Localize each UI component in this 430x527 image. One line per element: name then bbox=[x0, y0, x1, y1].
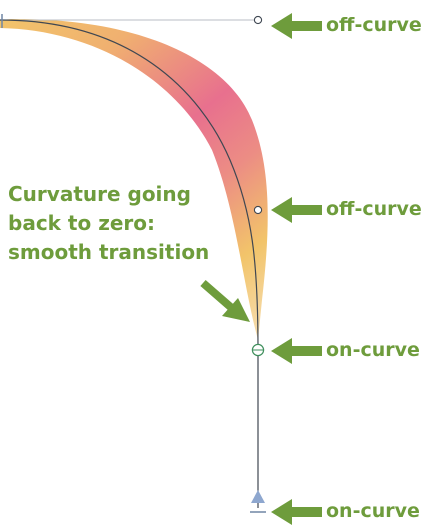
mid-off-curve-label: off-curve bbox=[326, 198, 422, 220]
top-off-curve-label: off-curve bbox=[326, 14, 422, 36]
callout-line: Curvature going bbox=[8, 182, 191, 206]
bottom-node-marker[interactable] bbox=[251, 490, 265, 503]
junction-on-curve-label: on-curve bbox=[326, 339, 420, 361]
callout-arrow-shaft bbox=[200, 279, 237, 314]
callout-arrow-icon bbox=[222, 298, 250, 322]
arrow-icon bbox=[271, 197, 322, 223]
callout-line: back to zero: bbox=[8, 211, 156, 235]
arrow-icon bbox=[271, 338, 322, 364]
arrow-icon bbox=[271, 13, 322, 39]
bottom-on-curve-label: on-curve bbox=[326, 500, 420, 522]
curvature-callout: Curvature going back to zero: smooth tra… bbox=[8, 180, 228, 267]
arrow-icon bbox=[271, 499, 322, 525]
top-off-curve-point[interactable] bbox=[253, 15, 263, 25]
mid-off-curve-point[interactable] bbox=[253, 205, 263, 215]
curvature-comb bbox=[0, 18, 268, 341]
curve-outline bbox=[0, 19, 259, 508]
callout-line: smooth transition bbox=[8, 240, 210, 264]
